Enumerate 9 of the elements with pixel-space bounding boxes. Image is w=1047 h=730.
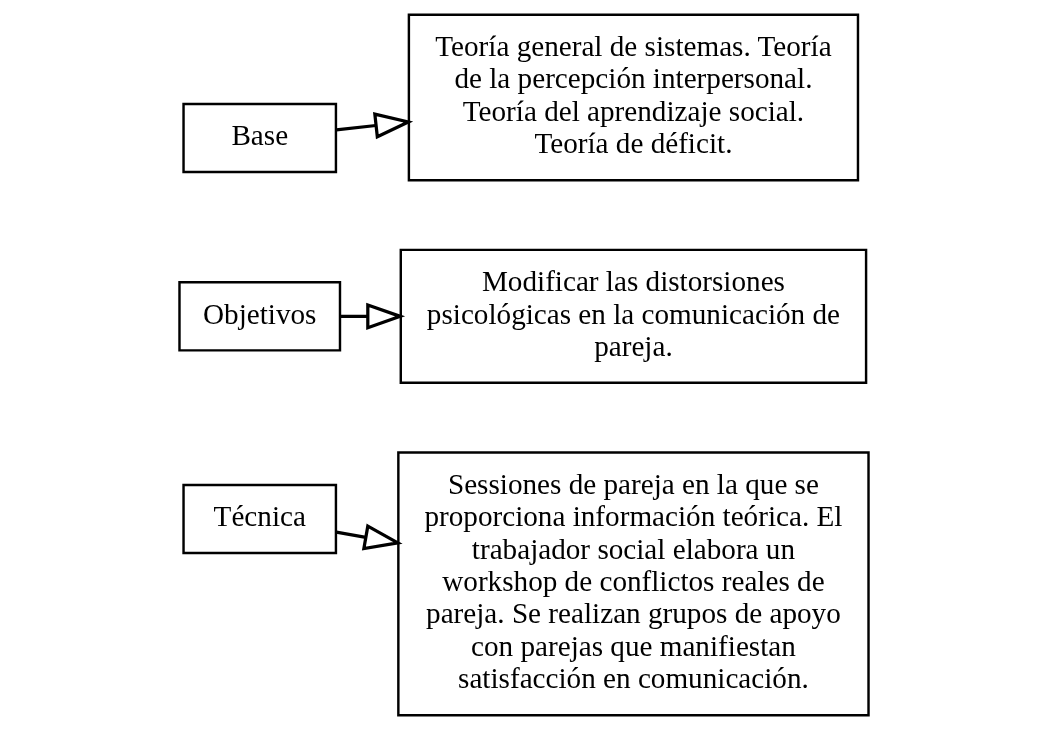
node-box: Base	[181, 102, 337, 174]
node-box: Teoría general de sistemas. Teoría de la percepción interpersonal. Teoría del aprendizaje social. Teoría de déficit.	[407, 13, 859, 182]
node-box: Sessiones de pareja en la que se proporciona información teórica. El trabajador social elabora un workshop de conflictos reales de pareja. Se realizan grupos de apoyo con parejas que manifiestan satisfacción en comunicación.	[396, 451, 870, 717]
node-box: Modificar las distorsiones psicológicas en la comunicación de pareja.	[399, 248, 867, 385]
node-box: Objetivos	[177, 281, 341, 352]
arrow	[335, 523, 403, 551]
arrow	[339, 302, 405, 330]
node-box: Técnica	[181, 483, 337, 555]
arrow	[335, 112, 413, 140]
